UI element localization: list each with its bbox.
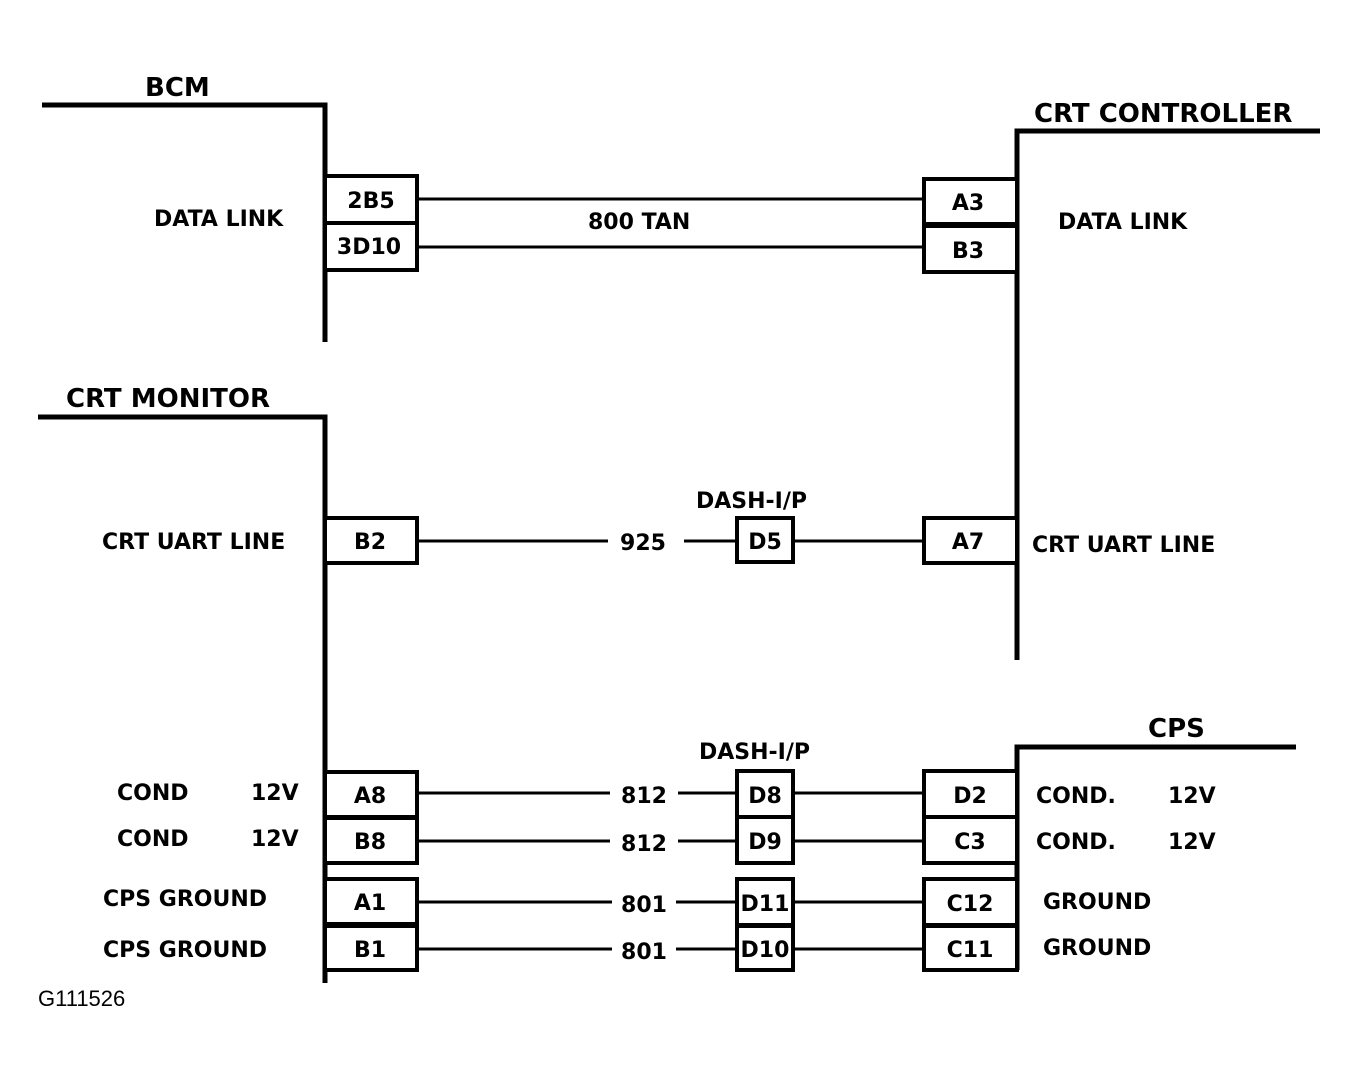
cps-pin-c3: C3	[954, 830, 985, 855]
crt-monitor-component: CRT MONITOR CRT UART LINE B2 COND 12V CO…	[38, 384, 419, 983]
cps-row-volt: 12V	[1168, 784, 1216, 809]
cps-pin-box	[922, 877, 1019, 927]
crt-monitor-pin-b2: B2	[354, 530, 386, 555]
dash-ip-label: DASH-I/P	[699, 740, 810, 765]
crt-monitor-pin-b8: B8	[354, 830, 386, 855]
bcm-title: BCM	[145, 73, 210, 103]
crt-controller-title: CRT CONTROLLER	[1034, 99, 1292, 129]
crt-monitor-pin-box	[323, 770, 419, 819]
wire-label-925: 925	[620, 531, 666, 556]
cps-component: CPS D2 C3 C12 C11 COND. 12V COND. 12V GR…	[922, 714, 1296, 972]
cps-pin-c11: C11	[947, 938, 994, 963]
data-link-wires: 800 TAN	[417, 197, 924, 249]
crt-monitor-row-label: CPS GROUND	[103, 887, 267, 912]
cps-title: CPS	[1148, 714, 1205, 744]
bcm-pin-3d10: 3D10	[337, 235, 401, 260]
crt-monitor-pin-a1: A1	[354, 891, 386, 916]
cps-pin-box	[922, 769, 1019, 819]
cps-row-volt: 12V	[1168, 830, 1216, 855]
wire-label-801: 801	[621, 893, 667, 918]
dash-ip-pin-d8: D8	[748, 784, 782, 809]
bcm-component: BCM DATA LINK 2B5 3D10	[42, 73, 419, 342]
cps-row-label: GROUND	[1043, 936, 1151, 961]
uart-wire: 925	[417, 531, 924, 556]
crt-monitor-row-volt: 12V	[251, 781, 299, 806]
dash-ip-pin-d9: D9	[748, 830, 782, 855]
wire-label-812: 812	[621, 832, 667, 857]
wire-label-812: 812	[621, 784, 667, 809]
dash-ip-pin-d5: D5	[748, 530, 782, 555]
crt-monitor-title: CRT MONITOR	[66, 384, 270, 414]
crt-controller-component: CRT CONTROLLER A3 B3 DATA LINK A7 CRT UA…	[922, 99, 1320, 660]
crt-controller-pin-a7: A7	[952, 530, 984, 555]
cps-row-label: COND.	[1036, 830, 1116, 855]
crt-controller-data-link-label: DATA LINK	[1058, 210, 1188, 235]
crt-monitor-row-label: CPS GROUND	[103, 938, 267, 963]
figure-reference: G111526	[38, 986, 125, 1011]
wire-label-801: 801	[621, 940, 667, 965]
cps-pin-d2: D2	[953, 784, 987, 809]
dash-ip-pin-box	[735, 769, 795, 819]
cps-row-label: COND.	[1036, 784, 1116, 809]
cps-pin-c12: C12	[947, 892, 994, 917]
dash-ip-pin-box	[735, 815, 795, 865]
cps-row-label: GROUND	[1043, 890, 1151, 915]
crt-controller-uart-label: CRT UART LINE	[1032, 533, 1215, 558]
crt-controller-outline	[1014, 128, 1320, 660]
bcm-pin-2b5: 2B5	[347, 189, 394, 214]
cps-wires: 812 812 801 801	[417, 784, 924, 965]
crt-controller-pin-a3: A3	[952, 191, 984, 216]
dash-ip-connector-upper: DASH-I/P D5	[696, 489, 807, 564]
crt-controller-pin-b3: B3	[952, 239, 984, 264]
crt-monitor-row-label: COND	[117, 781, 189, 806]
wire-label-800-tan: 800 TAN	[588, 210, 690, 235]
dash-ip-pin-d11: D11	[741, 892, 790, 917]
dash-ip-pin-box	[735, 924, 795, 972]
crt-monitor-pin-b1: B1	[354, 938, 386, 963]
bcm-data-link-label: DATA LINK	[154, 207, 284, 232]
cps-pin-box	[922, 815, 1019, 865]
dash-ip-pin-box	[735, 877, 795, 927]
crt-monitor-uart-label: CRT UART LINE	[102, 530, 285, 555]
crt-monitor-pin-a8: A8	[354, 784, 386, 809]
cps-pin-box	[922, 924, 1019, 972]
crt-controller-pin-box	[922, 177, 1019, 226]
dash-ip-pin-box	[735, 516, 795, 564]
crt-monitor-row-label: COND	[117, 827, 189, 852]
dash-ip-label: DASH-I/P	[696, 489, 807, 514]
crt-monitor-row-volt: 12V	[251, 827, 299, 852]
crt-controller-pin-box	[922, 224, 1019, 274]
dash-ip-connector-lower: DASH-I/P D8 D9 D11 D10	[699, 740, 810, 972]
dash-ip-pin-d10: D10	[741, 938, 790, 963]
